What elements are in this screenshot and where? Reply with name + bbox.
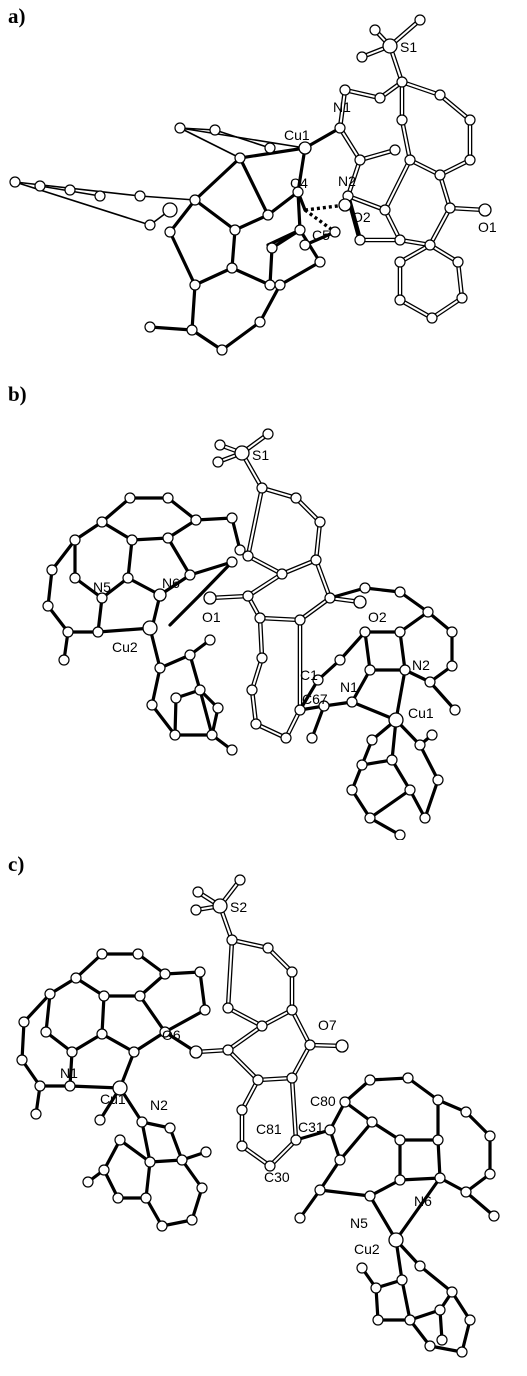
panel-c-label-n2: N2 xyxy=(150,1097,168,1113)
panel-b-label-cu2: Cu2 xyxy=(112,639,138,655)
panel-a: a) xyxy=(0,0,527,370)
panel-c-label-c80: C80 xyxy=(310,1093,336,1109)
panel-c-label-c31: C31 xyxy=(298,1119,324,1135)
panel-b-n6-atom xyxy=(153,588,167,602)
panel-b-structure: S1 N5 N6 O1 Cu2 O2 C1 N1 N2 C67 Cu1 xyxy=(42,428,461,840)
panel-a-n2-atom xyxy=(338,198,352,212)
panel-c-label-o7: O7 xyxy=(318,1017,337,1033)
panel-a-label-c4: C4 xyxy=(290,175,308,191)
panel-c-atoms xyxy=(16,874,500,1358)
panel-b-atoms xyxy=(42,428,461,840)
panel-a-atoms xyxy=(9,14,492,356)
panel-b-s1-atom xyxy=(234,445,250,461)
panel-b-label-cu1: Cu1 xyxy=(408,705,434,721)
panel-b-cu1-atom xyxy=(388,712,404,728)
panel-c-label-cu1: Cu1 xyxy=(100,1091,126,1107)
panel-c-label-c81: C81 xyxy=(256,1121,282,1137)
panel-b-label-o1: O1 xyxy=(202,609,221,625)
panel-c-s2-atom xyxy=(212,898,228,914)
panel-b-label-n5: N5 xyxy=(93,579,111,595)
panel-a-label-n1: N1 xyxy=(333,99,351,115)
panel-a-label-cu1: Cu1 xyxy=(284,127,310,143)
panel-c-label-s2: S2 xyxy=(230,899,247,915)
panel-c-o7-atom xyxy=(335,1039,349,1053)
panel-b-label-n6: N6 xyxy=(162,575,180,591)
panel-a-structure: S1 N1 Cu1 C4 N2 O2 C5 O1 xyxy=(9,14,497,356)
panel-c-cu2-atom xyxy=(388,1232,404,1248)
panel-a-cu1-atom xyxy=(298,141,312,155)
panel-c-bonds xyxy=(20,877,496,1354)
panel-a-label-c5: C5 xyxy=(312,227,330,243)
panel-c: c) xyxy=(0,840,527,1376)
panel-b-cu2-atom xyxy=(142,620,158,636)
panel-b-label-n2: N2 xyxy=(412,657,430,673)
panel-a-label-s1: S1 xyxy=(400,39,417,55)
panel-a-letter: a) xyxy=(8,4,26,28)
panel-b-letter: b) xyxy=(8,382,27,406)
panel-c-label-o6: O6 xyxy=(162,1027,181,1043)
panel-c-label-c30: C30 xyxy=(264,1169,290,1185)
panel-b-label-c67: C67 xyxy=(302,691,328,707)
panel-b-label-c1: C1 xyxy=(300,667,318,683)
panel-a-label-n2: N2 xyxy=(338,173,356,189)
panel-a-s1-atom xyxy=(382,38,398,54)
panel-c-letter: c) xyxy=(8,852,25,876)
panel-a-label-o1: O1 xyxy=(478,219,497,235)
panel-b-bonds xyxy=(46,431,457,837)
panel-c-structure: S2 N1 Cu1 N2 O6 O7 C80 C31 C81 C30 N5 N6… xyxy=(16,874,500,1358)
panel-a-o1-atom xyxy=(478,203,492,217)
panel-a-label-o2: O2 xyxy=(352,209,371,225)
panel-b-label-s1: S1 xyxy=(252,447,269,463)
panel-c-labels: S2 N1 Cu1 N2 O6 O7 C80 C31 C81 C30 N5 N6… xyxy=(60,899,432,1257)
panel-b-label-n1: N1 xyxy=(340,679,358,695)
panel-c-label-n5: N5 xyxy=(350,1215,368,1231)
panel-b-o1-atom xyxy=(203,591,217,605)
panel-a-labels: S1 N1 Cu1 C4 N2 O2 C5 O1 xyxy=(284,39,497,243)
panel-c-cu1-atom xyxy=(112,1080,128,1096)
panel-c-label-n1: N1 xyxy=(60,1065,78,1081)
panel-c-label-n6: N6 xyxy=(414,1193,432,1209)
panel-b-o2-atom xyxy=(353,595,367,609)
panel-c-o6-atom xyxy=(189,1045,203,1059)
panel-b-labels: S1 N5 N6 O1 Cu2 O2 C1 N1 N2 C67 Cu1 xyxy=(93,447,434,721)
panel-a-bonds xyxy=(14,17,488,352)
panel-c-label-cu2: Cu2 xyxy=(354,1241,380,1257)
panel-b-label-o2: O2 xyxy=(368,609,387,625)
panel-b: b) xyxy=(0,370,527,840)
